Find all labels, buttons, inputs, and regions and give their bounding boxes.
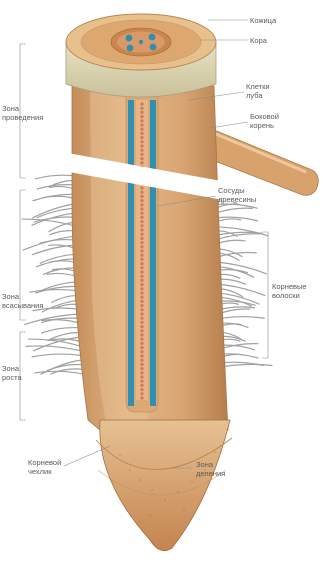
xylem-cell <box>140 329 143 332</box>
xylem-cell <box>140 237 143 240</box>
xylem-cell <box>140 132 143 135</box>
root-hair <box>23 236 78 250</box>
xylem-cell <box>140 262 143 265</box>
label-zona-vsasyvaniya: Зона всасывания <box>2 292 48 310</box>
xylem-cell <box>140 304 143 307</box>
xylem-cell <box>140 224 143 227</box>
xylem-cell <box>140 241 143 244</box>
xylem-cell <box>140 275 143 278</box>
xylem-cell <box>140 233 143 236</box>
xylem-cell <box>140 384 143 387</box>
xylem-cell <box>140 216 143 219</box>
label-zona-provedeniya: Зона проведения <box>2 104 46 122</box>
xylem-cell <box>140 107 143 110</box>
xylem-cell <box>140 128 143 131</box>
label-bokovoy-koren: Боковой корень <box>250 112 292 130</box>
xylem-cell <box>140 136 143 139</box>
xylem-cell <box>140 396 143 399</box>
xylem-cell <box>140 321 143 324</box>
xylem-cell <box>140 338 143 341</box>
xylem-cell <box>140 363 143 366</box>
root-hair <box>217 364 272 367</box>
xylem-cell <box>140 317 143 320</box>
xylem-cell <box>140 157 143 160</box>
label-sosudy-drevesiny: Сосуды древесины <box>218 186 270 204</box>
xylem-cell <box>140 161 143 164</box>
xylem-cell <box>140 371 143 374</box>
label-kornevoy-chekhlik: Корневой чехлик <box>28 458 74 476</box>
xylem-cell <box>140 270 143 273</box>
xylem-cell <box>140 220 143 223</box>
xylem-cell <box>140 283 143 286</box>
root-hair <box>32 245 78 255</box>
xylem-cell <box>140 191 143 194</box>
xylem-cell <box>140 144 143 147</box>
xylem-cell <box>140 350 143 353</box>
root-hair <box>32 354 81 357</box>
xylem-cell <box>140 291 143 294</box>
xylem-cell <box>140 354 143 357</box>
xylem-cell <box>140 203 143 206</box>
xylem-cell <box>140 123 143 126</box>
xylem-cell <box>140 359 143 362</box>
xylem-cell <box>140 186 143 189</box>
xylem-cell <box>140 254 143 257</box>
xylem-cell <box>140 388 143 391</box>
label-kora: Кора <box>250 36 267 45</box>
xylem-cell <box>140 266 143 269</box>
label-zona-deleniya: Зона деления <box>196 460 236 478</box>
xylem-cell <box>140 149 143 152</box>
label-kornevye-voloski: Корневые волоски <box>272 282 318 300</box>
root-hair <box>216 317 264 319</box>
xylem-cell <box>140 296 143 299</box>
xylem-cell <box>140 207 143 210</box>
xylem-cell <box>140 119 143 122</box>
xylem-cell <box>140 249 143 252</box>
xylem-cell <box>140 287 143 290</box>
xylem-cell <box>140 342 143 345</box>
xylem-cell <box>140 115 143 118</box>
vascular-cylinder <box>126 96 158 412</box>
xylem-cell <box>140 392 143 395</box>
xylem-cell <box>140 333 143 336</box>
xylem-cell <box>140 102 143 105</box>
xylem-vessels <box>140 102 143 399</box>
xylem-cell <box>140 245 143 248</box>
root-hair <box>214 208 252 213</box>
xylem-cell <box>140 279 143 282</box>
root-hair <box>35 175 76 179</box>
xylem-cell <box>140 212 143 215</box>
xylem-cell <box>140 312 143 315</box>
xylem-cell <box>140 111 143 114</box>
label-kletki-luba: Клетки луба <box>246 82 280 100</box>
label-zona-rosta: Зона роста <box>2 364 32 382</box>
xylem-cell <box>140 375 143 378</box>
xylem-cell <box>140 380 143 383</box>
xylem-cell <box>140 346 143 349</box>
xylem-cell <box>140 325 143 328</box>
xylem-cell <box>140 308 143 311</box>
xylem-cell <box>140 199 143 202</box>
xylem-cell <box>140 367 143 370</box>
xylem-cell <box>140 258 143 261</box>
cross-section <box>66 14 216 97</box>
xylem-cell <box>140 300 143 303</box>
root-hair <box>33 204 77 218</box>
xylem-cell <box>140 195 143 198</box>
xylem-cell <box>140 140 143 143</box>
xylem-cell <box>140 228 143 231</box>
xylem-cell <box>140 153 143 156</box>
label-kozhitsa: Кожица <box>250 16 276 25</box>
